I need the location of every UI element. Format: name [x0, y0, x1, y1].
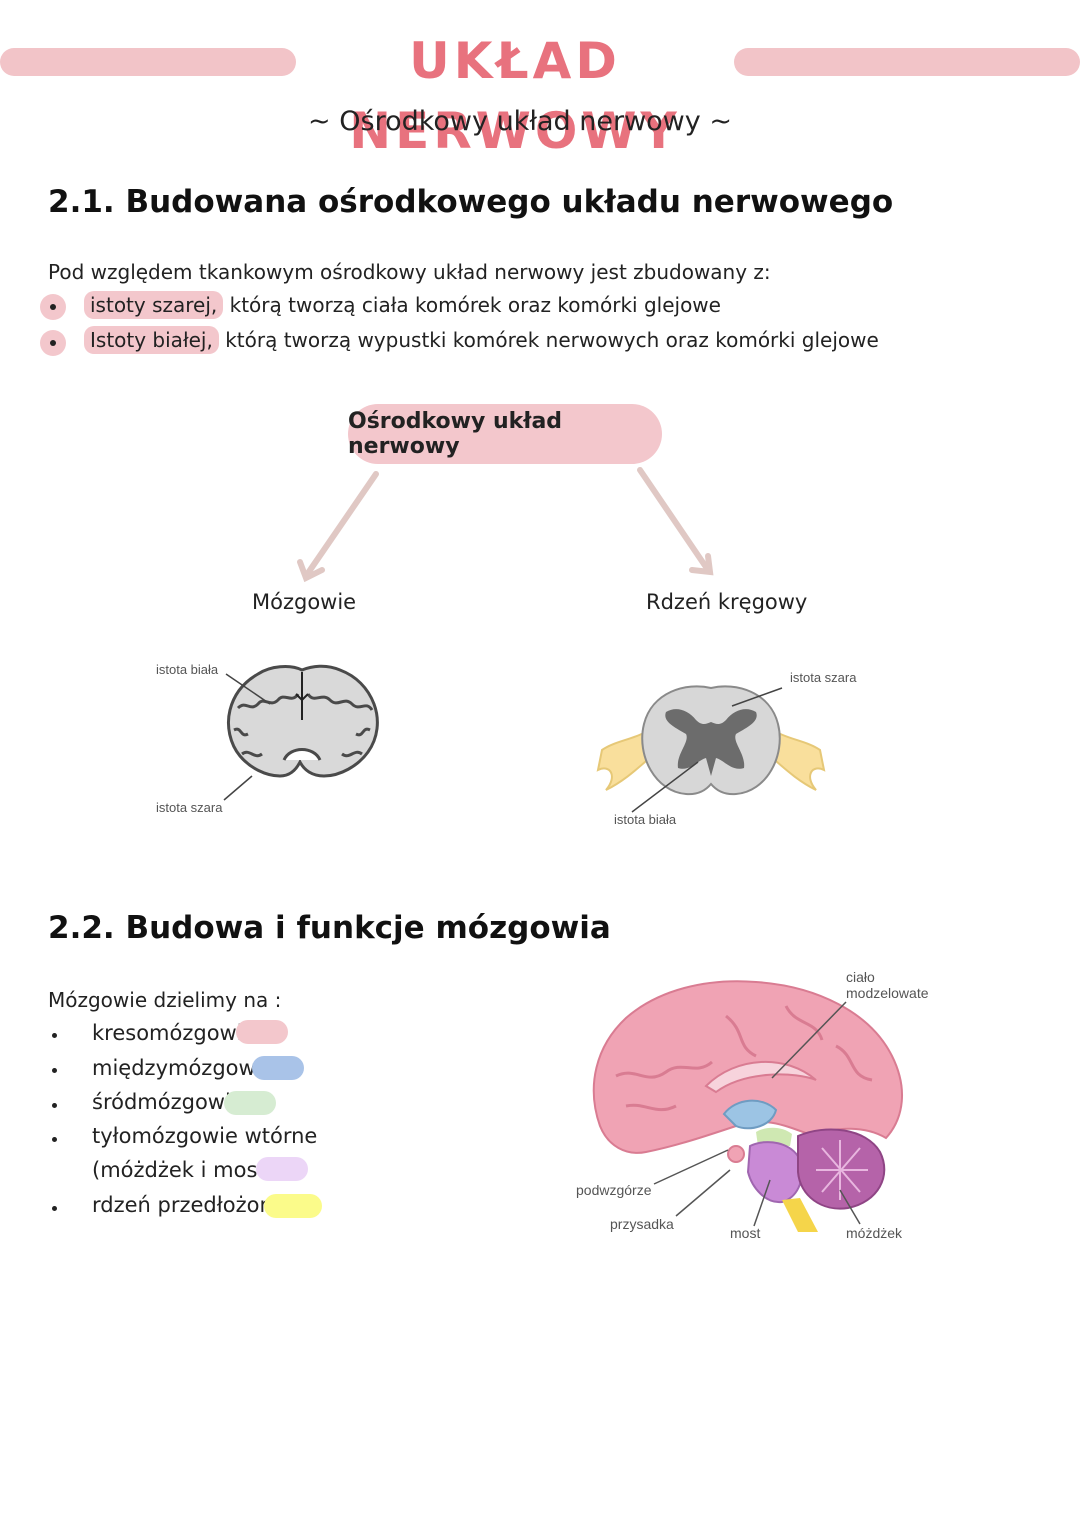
- label-pons: most: [730, 1225, 761, 1241]
- swatch-medulla: [264, 1194, 322, 1218]
- section-1-heading: 2.1. Budowana ośrodkowego układu nerwowe…: [48, 184, 894, 220]
- bullet-marker: [40, 294, 66, 320]
- section-2-heading: 2.2. Budowa i funkcje mózgowia: [48, 910, 611, 946]
- list-item-telencephalon: kresomózgowie: [92, 1021, 256, 1045]
- spine-label-gray-matter: istota szara: [790, 670, 857, 685]
- list-item-diencephalon: międzymózgowie: [92, 1056, 275, 1080]
- brain-label-white-matter: istota biała: [156, 662, 219, 677]
- list-bullet: [52, 1033, 57, 1038]
- list-item-metencephalon: tyłomózgowie wtórne: [92, 1124, 318, 1148]
- label-pituitary: przysadka: [610, 1216, 674, 1232]
- diagram-arrows: [297, 467, 714, 583]
- swatch-diencephalon: [252, 1056, 304, 1080]
- brain-label-gray-matter: istota szara: [156, 800, 223, 815]
- label-corpus-callosum: ciało modzelowate: [846, 969, 929, 1001]
- spine-label-white-matter: istota biała: [614, 812, 677, 827]
- swatch-telencephalon: [236, 1020, 288, 1044]
- bullet-gray-matter: istoty szarej, którą tworzą ciała komóre…: [84, 291, 721, 319]
- bullet-marker: [40, 330, 66, 356]
- label-cerebellum: móżdżek: [846, 1225, 903, 1241]
- swatch-mesencephalon: [224, 1091, 276, 1115]
- list-item-mesencephalon: śródmózgowie: [92, 1090, 244, 1114]
- spine-label-lines: [631, 687, 783, 813]
- arrow-right-head: [689, 553, 714, 576]
- header-band-right: [734, 48, 1080, 76]
- page-title: UKŁAD NERWOWY: [300, 26, 730, 166]
- brain-cross-section-illustration: [226, 664, 379, 778]
- arrow-left-head: [297, 559, 325, 583]
- label-hypothalamus: podwzgórze: [576, 1182, 652, 1198]
- list-bullet: [52, 1103, 57, 1108]
- arrow-left: [303, 471, 379, 579]
- swatch-metencephalon: [256, 1157, 308, 1181]
- highlight-gray-matter: istoty szarej,: [84, 291, 224, 319]
- section-2-intro: Mózgowie dzielimy na :: [48, 988, 282, 1012]
- list-bullet: [52, 1137, 57, 1142]
- bullet-white-matter-text: którą tworzą wypustki komórek nerwowych …: [218, 328, 879, 352]
- list-item-metencephalon-detail: (móżdżek i most): [92, 1158, 274, 1182]
- arrow-right: [637, 467, 711, 573]
- sagittal-label-lines: [653, 1001, 861, 1227]
- list-item-medulla: rdzeń przedłożony: [92, 1193, 286, 1217]
- bullet-white-matter: Istoty białej, którą tworzą wypustki kom…: [84, 326, 879, 354]
- diagram-left-node: Mózgowie: [252, 590, 357, 614]
- list-bullet: [52, 1206, 57, 1211]
- diagram-right-node: Rdzeń kręgowy: [646, 590, 808, 614]
- bullet-gray-matter-text: którą tworzą ciała komórek oraz komórki …: [223, 293, 721, 317]
- spinal-cord-illustration: [596, 685, 826, 796]
- header-band-left: [0, 48, 296, 76]
- brain-label-lines: [223, 673, 271, 801]
- highlight-white-matter: Istoty białej,: [84, 326, 219, 354]
- diagram-center-node: Ośrodkowy układ nerwowy: [348, 404, 662, 464]
- list-bullet: [52, 1068, 57, 1073]
- section-1-intro: Pod względem tkankowym ośrodkowy układ n…: [48, 260, 771, 284]
- page-subtitle: ~ Ośrodkowy układ nerwowy ~: [308, 106, 732, 137]
